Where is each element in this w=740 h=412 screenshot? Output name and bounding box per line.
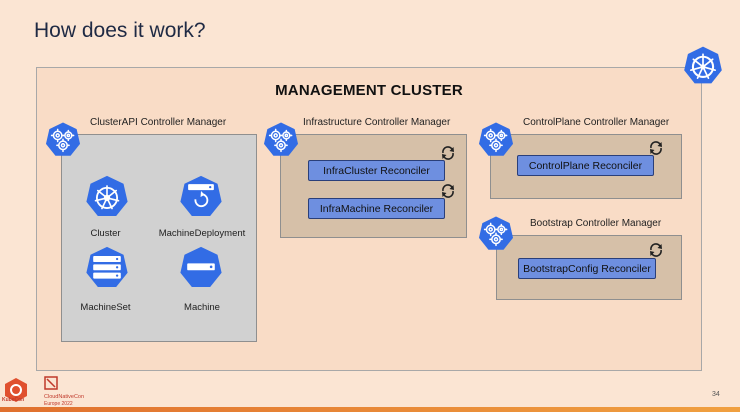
cloudnativecon-text: CloudNativeCon <box>44 394 85 400</box>
capi-manager-label: ClusterAPI Controller Manager <box>90 117 227 128</box>
kubecon-logo-icon <box>5 378 27 402</box>
footer-bar <box>0 407 740 412</box>
infracluster-reconciler: InfraCluster Reconciler <box>308 160 445 181</box>
resource-label-machinedeployment: MachineDeployment <box>158 228 246 239</box>
infra-manager-box <box>280 134 467 238</box>
infra-manager-label: Infrastructure Controller Manager <box>303 117 451 128</box>
cluster-icon <box>86 175 128 217</box>
gears-icon <box>478 216 514 250</box>
bootstrap-manager-label: Bootstrap Controller Manager <box>530 218 662 229</box>
sync-icon <box>441 146 455 160</box>
sync-icon <box>649 141 663 155</box>
controlplane-reconciler: ControlPlane Reconciler <box>517 155 654 176</box>
kubernetes-logo-icon <box>684 46 722 84</box>
page-number: 34 <box>712 391 720 398</box>
inframachine-reconciler: InfraMachine Reconciler <box>308 198 445 219</box>
controlplane-manager-label: ControlPlane Controller Manager <box>523 117 670 128</box>
cloudnativecon-logo-icon <box>44 376 58 390</box>
sync-icon <box>649 243 663 257</box>
capi-manager-box <box>61 134 257 342</box>
sync-icon <box>441 184 455 198</box>
resource-label-cluster: Cluster <box>90 228 121 239</box>
gears-icon <box>45 122 81 156</box>
event-text: Europe 2022 <box>44 401 73 407</box>
bootstrapconfig-reconciler: BootstrapConfig Reconciler <box>518 258 656 279</box>
gears-icon <box>263 122 299 156</box>
machine-deployment-icon <box>180 175 222 217</box>
machineset-icon <box>86 246 128 288</box>
slide-title: How does it work? <box>34 19 206 42</box>
machine-icon <box>180 246 222 288</box>
resource-label-machine: Machine <box>184 302 220 313</box>
management-cluster-title: MANAGEMENT CLUSTER <box>275 82 463 99</box>
resource-label-machineset: MachineSet <box>80 302 131 313</box>
gears-icon <box>478 122 514 156</box>
kubecon-text: KubeCon <box>2 397 25 403</box>
